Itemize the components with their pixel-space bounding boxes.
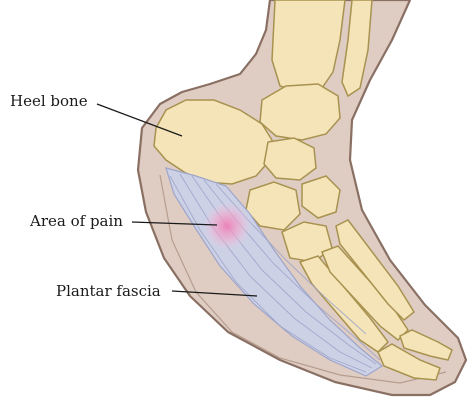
metatarsal-3 <box>335 219 415 322</box>
area-of-pain-label: Area of pain <box>30 212 123 230</box>
navicular-bone <box>263 137 317 181</box>
metatarsal-1 <box>298 255 389 353</box>
talus-bone <box>259 83 341 141</box>
toe-phalanges-1 <box>377 343 441 381</box>
toe-phalanges-2 <box>399 329 453 361</box>
heel-bone-label: Heel bone <box>10 92 88 110</box>
cuneiform-bone-1 <box>301 175 341 219</box>
plantar-fascia-label: Plantar fascia <box>56 282 161 300</box>
heel-bone-leader-line <box>96 103 183 137</box>
soft-tissue-contour <box>159 174 447 384</box>
fibula-bone <box>341 0 373 98</box>
plantar-fascia-leader-line <box>171 290 258 297</box>
area-of-pain-leader-line <box>131 221 218 226</box>
pain-area-highlight <box>203 202 251 250</box>
